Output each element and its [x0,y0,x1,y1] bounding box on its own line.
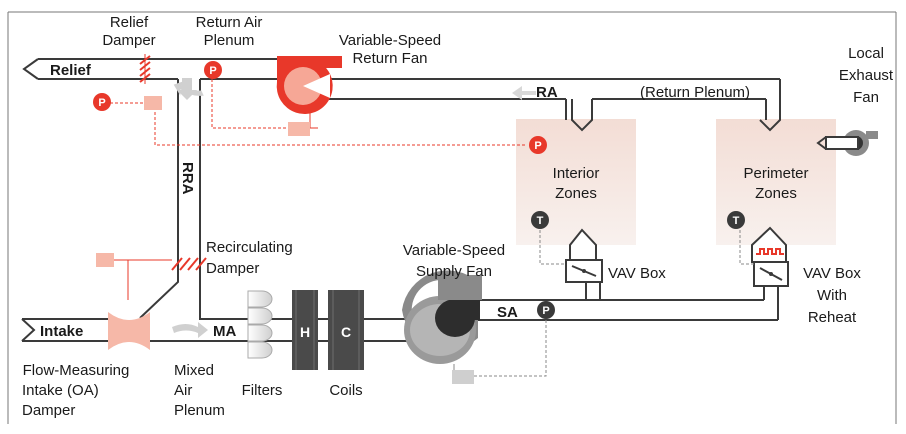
ra-drop-interior [571,99,593,132]
intake-arrow-tail [21,318,36,342]
vav-reheat-label-1: VAV Box [803,265,861,282]
cooling-coil [328,290,364,370]
ra-flow-arrow [512,86,536,100]
pressure-sensor-supply: P [537,301,555,319]
return-air-plenum-label-1: Return Air [196,14,263,31]
svg-text:P: P [534,140,541,152]
return-plenum-label: (Return Plenum) [640,84,750,101]
recirculating-damper-label-1: Recirculating [206,239,293,256]
interior-zones-label-1: Interior [553,165,600,182]
relief-duct-label: Relief [50,62,92,79]
mixed-air-label-2: Air [174,382,192,399]
svg-text:P: P [209,65,216,77]
svg-text:P: P [542,305,549,317]
sa-label: SA [497,304,518,321]
ra-label: RA [536,84,558,101]
vav-box-label: VAV Box [608,265,666,282]
return-air-plenum-label-2: Plenum [204,32,255,49]
filters [247,290,273,359]
relief-arrow-fill [26,60,40,78]
svg-text:T: T [537,215,544,227]
return-fan-label-1: Variable-Speed [339,32,441,49]
pressure-sensor-outdoor: P [93,93,111,111]
supply-fan [402,270,482,364]
relief-flow-arrow [173,80,204,96]
reheat-coil-icon [756,248,784,255]
thermostat-perimeter: T [727,211,745,229]
vav-reheat-label-3: Reheat [808,309,857,326]
relief-arrow-head [22,58,39,80]
perimeter-zones-label-1: Perimeter [743,165,808,182]
perimeter-zones-label-2: Zones [755,185,797,202]
cooling-coil-label: C [341,324,351,340]
mixed-air-label-1: Mixed [174,362,214,379]
local-exhaust-label-2: Exhaust [839,67,894,84]
vav-box-reheat [751,226,789,287]
intake-label: Intake [40,323,83,340]
vav-box-interior [565,228,603,283]
pressure-sensor-interior: P [529,136,547,154]
vav-reheat-label-2: With [817,287,847,304]
flow-measuring-damper [108,312,150,350]
interior-zones-label-2: Zones [555,185,597,202]
heating-coil-label: H [300,324,310,340]
coils-label: Coils [329,382,362,399]
ma-flow-arrow [172,322,208,338]
flow-damper-label-1: Flow-Measuring [23,362,130,379]
mixed-air-label-3: Plenum [174,402,225,419]
supply-fan-label-2: Supply Fan [416,263,492,280]
ra-drop-perimeter-r [759,79,781,132]
relief-damper [139,54,151,84]
relief-damper-label-1: Relief [110,14,149,31]
rra-duct-left [139,79,179,319]
relief-damper-actuator [144,96,162,110]
return-fan-label-2: Return Fan [352,50,427,67]
pressure-sensor-return-plenum: P [204,61,222,79]
recirculating-damper [171,257,207,271]
flow-damper-label-2: Intake (OA) [22,382,99,399]
duct-network [21,58,781,342]
control-wiring [100,74,754,377]
return-fan-vfd [288,122,310,136]
supply-fan-label-1: Variable-Speed [403,242,505,259]
flow-damper-label-3: Damper [22,402,75,419]
recirc-damper-actuator [96,253,114,267]
local-exhaust-label-3: Fan [853,89,879,106]
recirculating-damper-label-2: Damper [206,260,259,277]
svg-text:P: P [98,97,105,109]
svg-text:T: T [733,215,740,227]
relief-damper-label-2: Damper [102,32,155,49]
supply-fan-vfd [452,370,474,384]
rra-label: RRA [179,162,196,195]
return-fan [276,56,342,115]
local-exhaust-fan [816,130,878,156]
filters-label: Filters [242,382,283,399]
down-flow-arrow [177,78,197,100]
thermostat-interior: T [531,211,549,229]
ma-label: MA [213,323,236,340]
local-exhaust-label-1: Local [848,45,884,62]
